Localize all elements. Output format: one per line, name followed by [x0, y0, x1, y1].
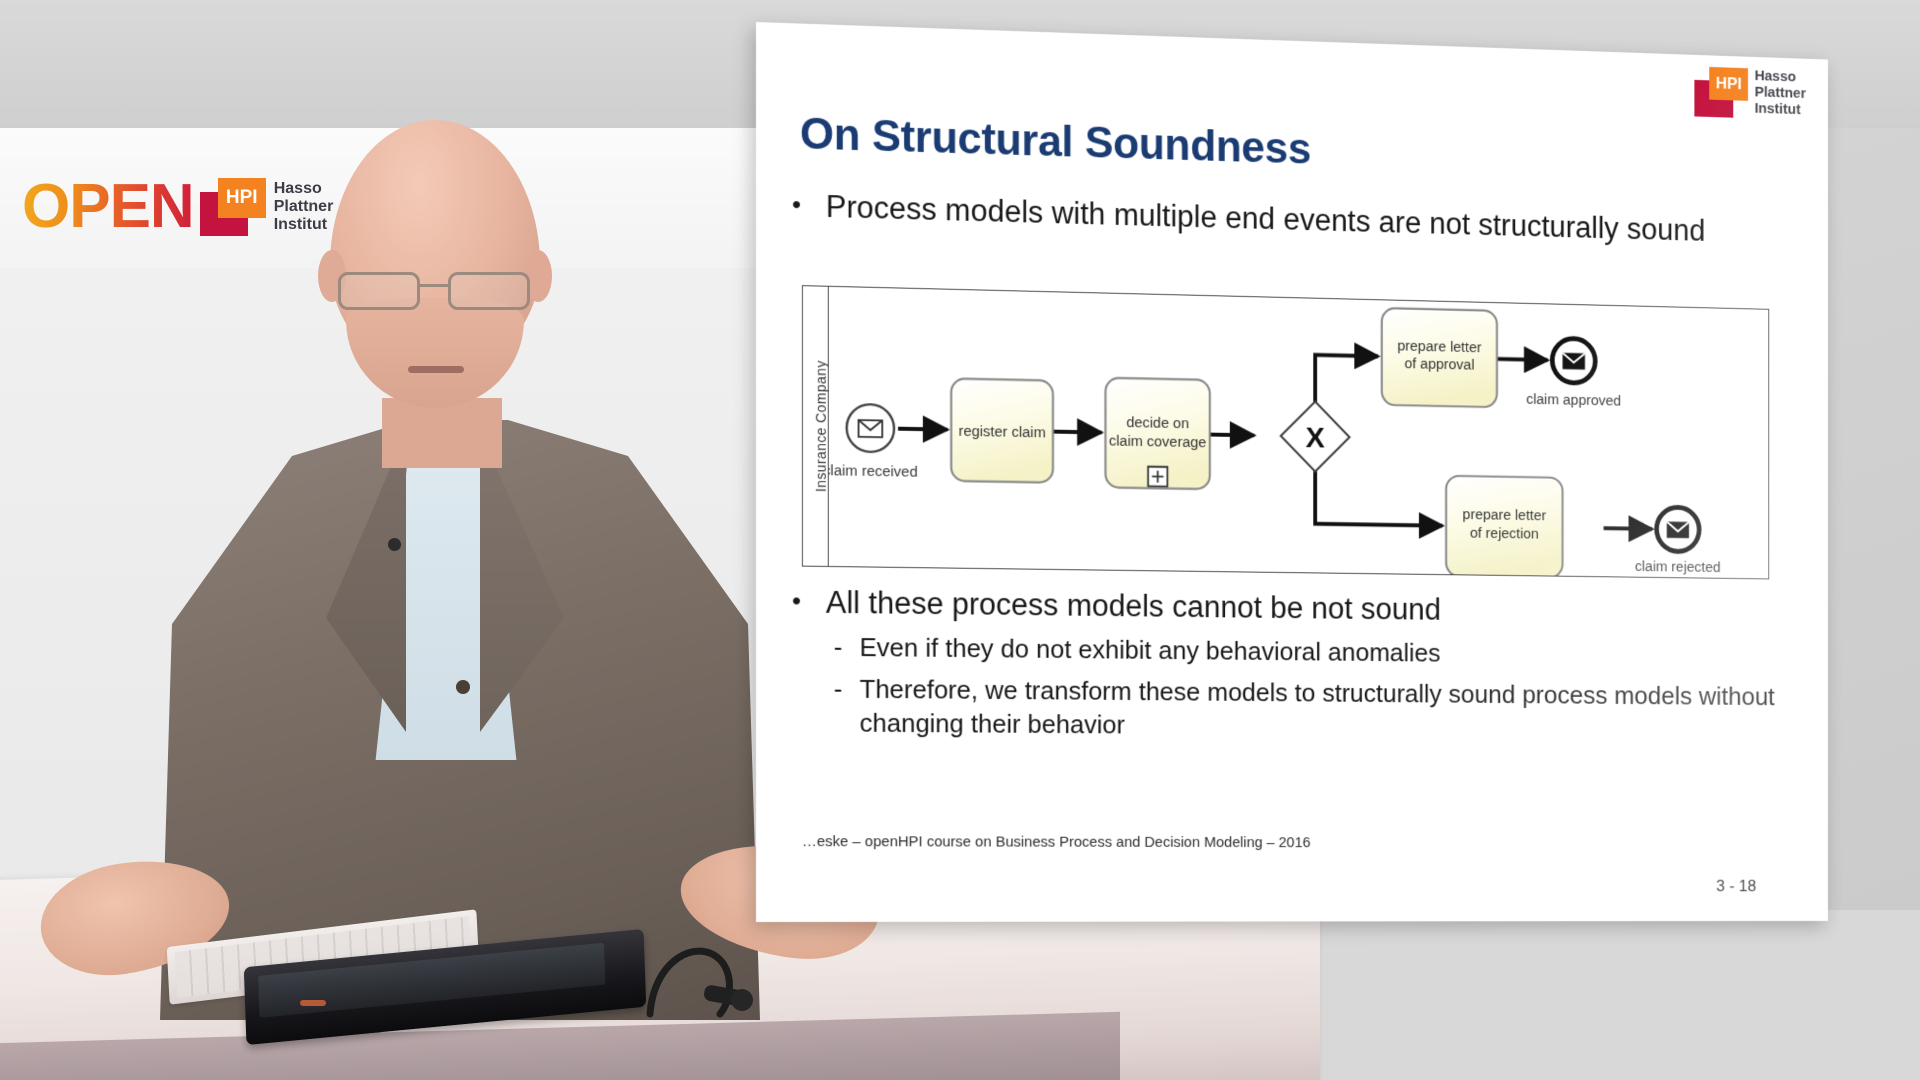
bullet-text: Process models with multiple end events …	[825, 188, 1706, 248]
svg-text:decide on: decide on	[1126, 414, 1189, 432]
bpmn-start-event-label: claim received	[829, 462, 918, 480]
bpmn-pool-label: Insurance Company	[812, 360, 829, 493]
slide-page-number: 3 - 18	[1716, 876, 1757, 896]
bpmn-task-prepare-letter-of-approval: prepare letter of approval	[1382, 308, 1497, 407]
svg-text:claim coverage: claim coverage	[1109, 433, 1206, 451]
jacket-button	[456, 680, 470, 694]
slide-hpi-orange-square: HPI	[1709, 66, 1749, 101]
bpmn-end-event-claim-approved: claim approved	[1526, 338, 1621, 410]
bullet-item: • All these process models cannot be not…	[792, 582, 1806, 633]
hpi-name-line-1: Hasso	[273, 180, 322, 198]
slide-hpi-name-line-3: Institut	[1754, 99, 1801, 118]
bullet-text: All these process models cannot be not s…	[825, 584, 1441, 627]
sub-bullet-item: - Therefore, we transform these models t…	[792, 672, 1806, 746]
bullet-item: • Process models with multiple end event…	[792, 185, 1778, 253]
slide-footer-credit: …eske – openHPI course on Business Proce…	[801, 833, 1311, 852]
sub-bullet-text: Therefore, we transform these models to …	[859, 674, 1775, 740]
microphone-icon	[646, 947, 753, 1018]
presentation-slide[interactable]: HPI Hasso Plattner Institut On Structura…	[756, 22, 1828, 922]
svg-text:of rejection: of rejection	[1470, 525, 1539, 542]
slide-hpi-logo: HPI Hasso Plattner Institut	[1694, 66, 1806, 120]
presenter-mouth	[408, 366, 464, 373]
slide-hpi-institute-name: Hasso Plattner Institut	[1755, 68, 1806, 118]
glasses-lens-right	[448, 272, 530, 310]
slide-hpi-square-mark: HPI	[1694, 66, 1749, 118]
svg-text:of approval: of approval	[1404, 356, 1474, 374]
svg-text:prepare letter: prepare letter	[1397, 337, 1481, 355]
presenter-glasses	[336, 272, 536, 312]
presenter-jaw	[346, 298, 524, 408]
tablet-led-indicator	[300, 1000, 326, 1006]
sub-bullet-marker: -	[833, 632, 843, 663]
bpmn-diagram: Insurance Company	[802, 285, 1769, 579]
slide-title: On Structural Soundness	[799, 109, 1312, 174]
slide-bottom-bullet-list: • All these process models cannot be not…	[792, 582, 1806, 746]
bpmn-end-event-claim-rejected: claim rejected	[1635, 507, 1721, 576]
svg-text:prepare letter: prepare letter	[1463, 507, 1547, 525]
hpi-name-line-2: Plattner	[273, 198, 334, 216]
sub-bullet-text: Even if they do not exhibit any behavior…	[859, 632, 1441, 668]
hpi-square-mark: HPI	[199, 178, 266, 236]
bpmn-end-event-label: claim approved	[1526, 391, 1621, 409]
sub-bullet-marker: -	[833, 673, 843, 704]
bpmn-start-event-claim-received: claim received	[829, 403, 918, 480]
bpmn-task-label: register claim	[959, 423, 1046, 441]
microphone-stand	[630, 918, 760, 1028]
hpi-orange-square: HPI	[217, 178, 266, 218]
openhpi-wordmark: OPEN	[22, 172, 195, 241]
bpmn-exclusive-gateway: X	[1281, 401, 1350, 472]
bullet-marker: •	[791, 585, 802, 616]
hpi-institute-name: Hasso Plattner Institut	[274, 180, 334, 234]
slide-hpi-mark-label: HPI	[1715, 73, 1742, 94]
bpmn-gateway-symbol: X	[1306, 422, 1325, 455]
openhpi-logo: OPEN HPI Hasso Plattner Institut	[22, 176, 333, 238]
glasses-lens-left	[338, 272, 420, 310]
bpmn-task-decide-on-claim-coverage: decide on claim coverage	[1105, 378, 1209, 489]
lapel-microphone-icon	[388, 538, 401, 551]
bpmn-pool-header: Insurance Company	[802, 286, 829, 566]
presenter-neck	[382, 398, 502, 468]
projected-slide-area: HPI Hasso Plattner Institut On Structura…	[756, 22, 1920, 962]
bpmn-pool-body: claim received register claim decide on …	[829, 287, 1768, 579]
bpmn-canvas: claim received register claim decide on …	[829, 287, 1768, 579]
bpmn-end-event-label: claim rejected	[1635, 558, 1721, 575]
sub-bullet-item: - Even if they do not exhibit any behavi…	[792, 631, 1806, 674]
hpi-mark-label: HPI	[225, 187, 258, 208]
hpi-name-line-3: Institut	[273, 215, 328, 233]
presenter	[33, 120, 886, 1020]
bpmn-task-prepare-letter-of-rejection: prepare letter of rejection	[1446, 476, 1562, 578]
slide-top-bullet-list: • Process models with multiple end event…	[792, 185, 1778, 253]
bullet-marker: •	[791, 189, 802, 220]
glasses-bridge	[420, 284, 450, 287]
bpmn-task-register-claim: register claim	[951, 378, 1053, 482]
